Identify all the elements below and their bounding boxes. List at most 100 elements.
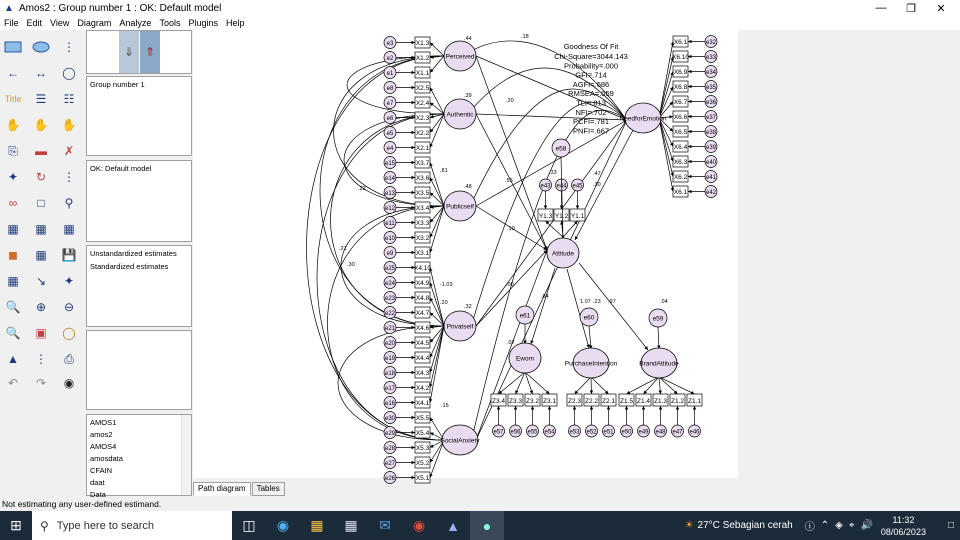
unique-variable-icon[interactable]: ◯ [62, 66, 76, 80]
draw-indicator-icon[interactable]: ⋮ [63, 40, 75, 54]
amos-graphics-taskbar-icon[interactable]: ● [470, 511, 504, 540]
zoom-select-icon[interactable]: 🔍 [5, 300, 21, 314]
clock[interactable]: 11:32 08/06/2023 [881, 514, 926, 538]
standardized-option[interactable]: Standardized estimates [90, 262, 169, 271]
file-item[interactable]: AMOS4 [90, 442, 117, 451]
menu-help[interactable]: Help [225, 18, 245, 28]
print-icon[interactable]: ⎙ [64, 351, 74, 366]
windows-start-icon[interactable]: ⊞ [10, 517, 22, 533]
file-item[interactable]: amosdata [90, 454, 123, 463]
error-term-label: e46 [689, 430, 700, 436]
data-files-icon[interactable]: ▦ [7, 222, 19, 236]
drag-properties-icon[interactable]: ↘ [35, 274, 47, 288]
latent-variable [508, 342, 542, 374]
close-button[interactable]: ✕ [936, 2, 946, 15]
scroll-icon[interactable]: □ [37, 196, 45, 210]
microsoft-store-icon[interactable]: ▦ [344, 517, 358, 533]
menu-view[interactable]: View [50, 18, 70, 28]
file-item[interactable]: AMOS1 [90, 418, 117, 427]
model-item[interactable]: OK: Default model [90, 164, 152, 173]
menu-tools[interactable]: Tools [159, 18, 181, 28]
mail-icon[interactable]: ✉ [379, 517, 391, 533]
edge-browser-icon[interactable]: ◉ [276, 517, 290, 533]
move-icon[interactable]: ▬ [35, 144, 47, 158]
specification-search-icon[interactable]: ◉ [63, 376, 75, 390]
file-item[interactable]: amos2 [90, 430, 113, 439]
files-scrollbar[interactable] [181, 415, 191, 495]
tab-tables[interactable]: Tables [251, 482, 285, 496]
preserve-symmetry-icon[interactable]: ✦ [63, 274, 75, 288]
rotate-icon[interactable]: ↻ [35, 170, 47, 184]
title-icon[interactable]: Title [4, 94, 22, 104]
latent-variable-label: BrandAttitude [639, 361, 679, 368]
list-dataset-icon[interactable]: ☷ [63, 92, 75, 106]
copy-clipboard-icon[interactable]: ◼ [8, 248, 18, 262]
draw-observed-icon[interactable] [2, 36, 24, 58]
file-item[interactable]: CFAIN [90, 466, 113, 475]
object-properties-icon[interactable]: ▦ [7, 274, 19, 288]
output-view-icon[interactable]: ⇑ [140, 31, 160, 73]
file-explorer-icon[interactable]: ▦ [310, 517, 324, 533]
chrome-icon[interactable]: ◉ [412, 517, 426, 533]
group-item[interactable]: Group number 1 [90, 80, 145, 89]
loading-arrow [658, 117, 674, 162]
multiple-group-icon[interactable]: ⋮ [35, 352, 47, 366]
chevron-up-icon[interactable]: ⌃ [820, 520, 830, 531]
help-icon[interactable]: ⓘ [804, 522, 815, 533]
zoom-in-icon[interactable]: ⊕ [35, 300, 47, 314]
menu-edit[interactable]: Edit [26, 18, 43, 28]
input-view-icon[interactable]: ⇓ [119, 31, 139, 73]
deselect-all-icon[interactable]: ✋ [61, 118, 77, 132]
view-text-icon[interactable]: ▦ [35, 248, 47, 262]
error-term-label: e14 [385, 176, 396, 182]
draw-unobserved-icon[interactable] [30, 36, 52, 58]
file-item[interactable]: daat [90, 478, 105, 487]
unstandardized-option[interactable]: Unstandardized estimates [90, 249, 177, 258]
bayesian-icon[interactable]: ▲ [7, 352, 19, 366]
error-term-label: e55 [527, 430, 538, 436]
path-diagram-svg[interactable]: X1.3e3X1.2e2X1.1e1X2.5e8X2.4e7X2.3e6X2.2… [193, 30, 738, 484]
task-view-icon[interactable]: ◫ [242, 517, 256, 533]
undo-icon[interactable]: ↶ [7, 376, 19, 390]
wifi-icon[interactable]: ⌖ [848, 520, 855, 531]
observed-variable-label: X4.7 [416, 310, 430, 317]
save-icon[interactable]: 💾 [61, 248, 77, 262]
window-title: Amos2 : Group number 1 : OK: Default mod… [19, 2, 222, 14]
erase-icon[interactable]: ✗ [63, 144, 75, 158]
analysis-properties-icon[interactable]: ▦ [35, 222, 47, 236]
zoom-page-icon[interactable]: 🔍 [5, 326, 21, 340]
notification-icon[interactable]: □ [947, 520, 954, 531]
select-all-icon[interactable]: ✋ [33, 118, 49, 132]
touch-up-icon[interactable]: ⚲ [64, 196, 74, 210]
menu-analyze[interactable]: Analyze [119, 18, 152, 28]
menu-plugins[interactable]: Plugins [188, 18, 218, 28]
menu-file[interactable]: File [4, 18, 19, 28]
maximize-button[interactable]: ❐ [906, 2, 916, 15]
calculate-estimates-icon[interactable]: ▦ [63, 222, 75, 236]
loupe-icon[interactable]: ◯ [62, 326, 76, 340]
tab-path-diagram[interactable]: Path diagram [193, 482, 251, 496]
network-icon[interactable]: ◈ [835, 520, 843, 531]
file-item[interactable]: Data [90, 490, 106, 499]
weather-text[interactable]: 27°C Sebagian cerah [697, 520, 793, 531]
redo-icon[interactable]: ↷ [35, 376, 47, 390]
fit-statistic: PNFI=.667 [573, 126, 609, 135]
zoom-out-icon[interactable]: ⊖ [63, 300, 75, 314]
draw-path-icon[interactable]: ← [7, 66, 19, 80]
menu-diagram[interactable]: Diagram [77, 18, 112, 28]
taskbar-search[interactable]: ⚲ Type here to search [32, 511, 232, 540]
error-term-label: e37 [706, 115, 717, 121]
amos-taskbar-icon[interactable]: ▲ [446, 517, 460, 534]
copy-icon[interactable]: ⎘ [8, 143, 18, 158]
reflect-icon[interactable]: ⋮ [63, 170, 75, 184]
select-one-icon[interactable]: ✋ [5, 118, 21, 132]
shape-change-icon[interactable]: ✦ [7, 170, 19, 184]
volume-icon[interactable]: 🔊 [860, 520, 873, 531]
fit-page-icon[interactable]: ▣ [35, 326, 47, 340]
draw-covariance-icon[interactable]: ↔ [35, 66, 47, 80]
path-coefficient: .47 [593, 171, 601, 177]
minimize-button[interactable]: — [875, 2, 887, 14]
move-param-icon[interactable]: ∞ [8, 196, 18, 210]
list-variables-icon[interactable]: ☰ [35, 92, 47, 106]
